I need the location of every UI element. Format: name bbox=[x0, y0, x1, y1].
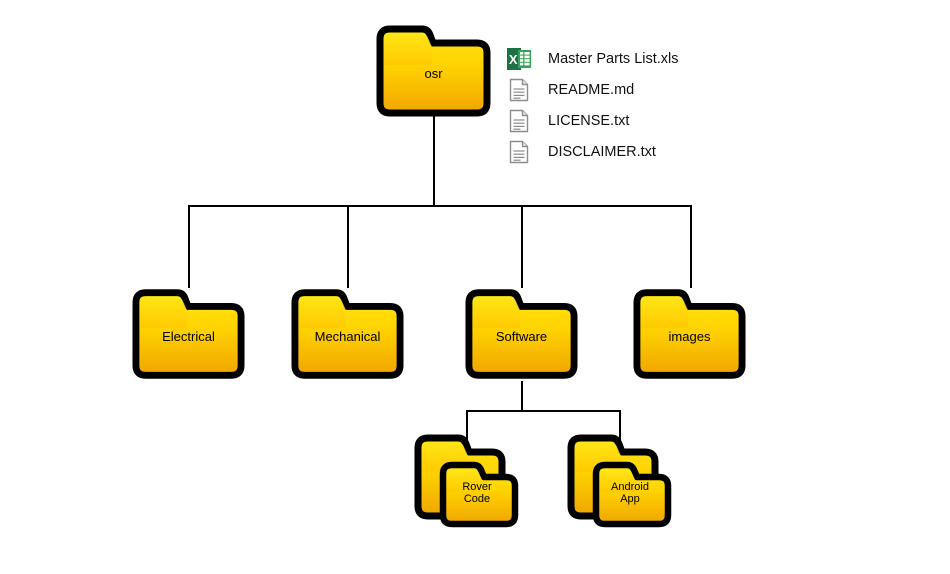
folder-android-app[interactable]: Android App bbox=[567, 434, 672, 528]
connector-software-stem bbox=[521, 381, 523, 411]
folder-osr[interactable]: osr bbox=[376, 25, 491, 117]
excel-file-icon: X bbox=[506, 46, 532, 72]
svg-text:X: X bbox=[509, 52, 518, 67]
connector-drop-rover-code bbox=[466, 410, 468, 444]
file-name: Master Parts List.xls bbox=[548, 51, 679, 67]
folder-icon bbox=[465, 289, 578, 379]
text-file-icon bbox=[506, 77, 532, 103]
connector-drop-mechanical bbox=[347, 205, 349, 288]
connector-main-bus bbox=[188, 205, 692, 207]
nested-folder-icon bbox=[567, 434, 672, 528]
file-row-license[interactable]: LICENSE.txt bbox=[506, 108, 629, 134]
connector-drop-electrical bbox=[188, 205, 190, 288]
text-file-icon bbox=[506, 108, 532, 134]
folder-icon bbox=[633, 289, 746, 379]
folder-mechanical[interactable]: Mechanical bbox=[291, 288, 404, 380]
file-row-master-parts-list[interactable]: X Master Parts List.xls bbox=[506, 46, 679, 72]
text-file-icon bbox=[506, 139, 532, 165]
file-name: DISCLAIMER.txt bbox=[548, 144, 656, 160]
file-name: README.md bbox=[548, 82, 635, 98]
connector-drop-images bbox=[690, 205, 692, 288]
connector-drop-software bbox=[521, 205, 523, 288]
file-row-readme[interactable]: README.md bbox=[506, 77, 634, 103]
folder-icon bbox=[376, 25, 491, 117]
folder-icon bbox=[132, 289, 245, 379]
connector-drop-android-app bbox=[619, 410, 621, 444]
folder-images[interactable]: images bbox=[633, 288, 746, 380]
folder-rover-code[interactable]: Rover Code bbox=[414, 434, 519, 528]
connector-software-bus bbox=[466, 410, 621, 412]
root-file-list: X Master Parts List.xls README.md bbox=[506, 46, 836, 171]
folder-software[interactable]: Software bbox=[465, 288, 578, 380]
nested-folder-icon bbox=[414, 434, 519, 528]
folder-electrical[interactable]: Electrical bbox=[132, 288, 245, 380]
folder-icon bbox=[291, 289, 404, 379]
file-row-disclaimer[interactable]: DISCLAIMER.txt bbox=[506, 139, 656, 165]
connector-root-stem bbox=[433, 115, 435, 206]
file-name: LICENSE.txt bbox=[548, 113, 630, 129]
